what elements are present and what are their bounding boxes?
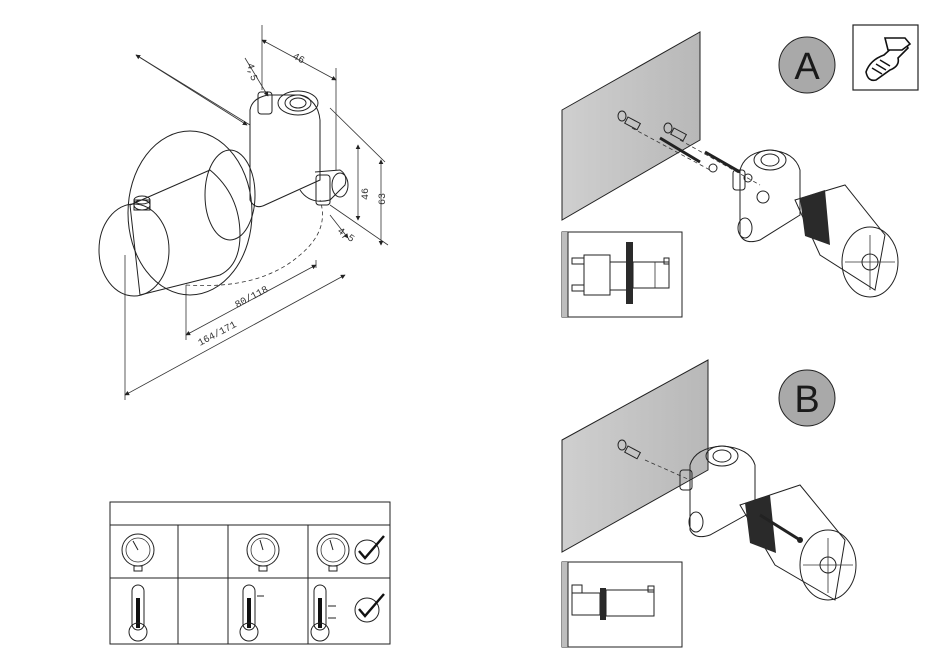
method-a-badge: A <box>779 37 835 93</box>
method-b-label: B <box>794 379 819 421</box>
pressure-gauge-icon <box>122 534 154 571</box>
thermometer-icon <box>311 585 336 641</box>
method-a-label: A <box>794 46 820 88</box>
dim-4-5-side: 4,5 <box>335 226 356 245</box>
dim-46-top: 46 <box>290 52 306 67</box>
check-icon <box>355 594 384 622</box>
dim-46-side: 46 <box>361 188 372 200</box>
screw-icon <box>660 138 752 182</box>
method-a-side-view-inset <box>562 232 682 317</box>
dim-80-118: 80/118 <box>233 284 270 312</box>
method-b-side-view-inset <box>562 562 682 647</box>
thermometer-icon <box>240 585 264 641</box>
pressure-gauge-icon <box>317 534 349 571</box>
dim-164-171: 164/171 <box>196 319 239 349</box>
method-b-badge: B <box>779 370 835 426</box>
method-a-installation: A <box>562 25 918 317</box>
thermometer-icon <box>129 585 147 641</box>
dim-63-side: 63 <box>378 193 389 205</box>
pressure-gauge-icon <box>247 534 279 571</box>
wrench-hand-icon <box>853 25 918 90</box>
check-icon <box>355 536 384 564</box>
dimensioned-valve-drawing: 4,5 46 46 63 4,5 80/118 164/171 <box>99 25 389 400</box>
dim-4-5-top: 4,5 <box>243 62 258 82</box>
method-b-installation: B <box>562 360 856 647</box>
pressure-temperature-table <box>110 502 390 644</box>
